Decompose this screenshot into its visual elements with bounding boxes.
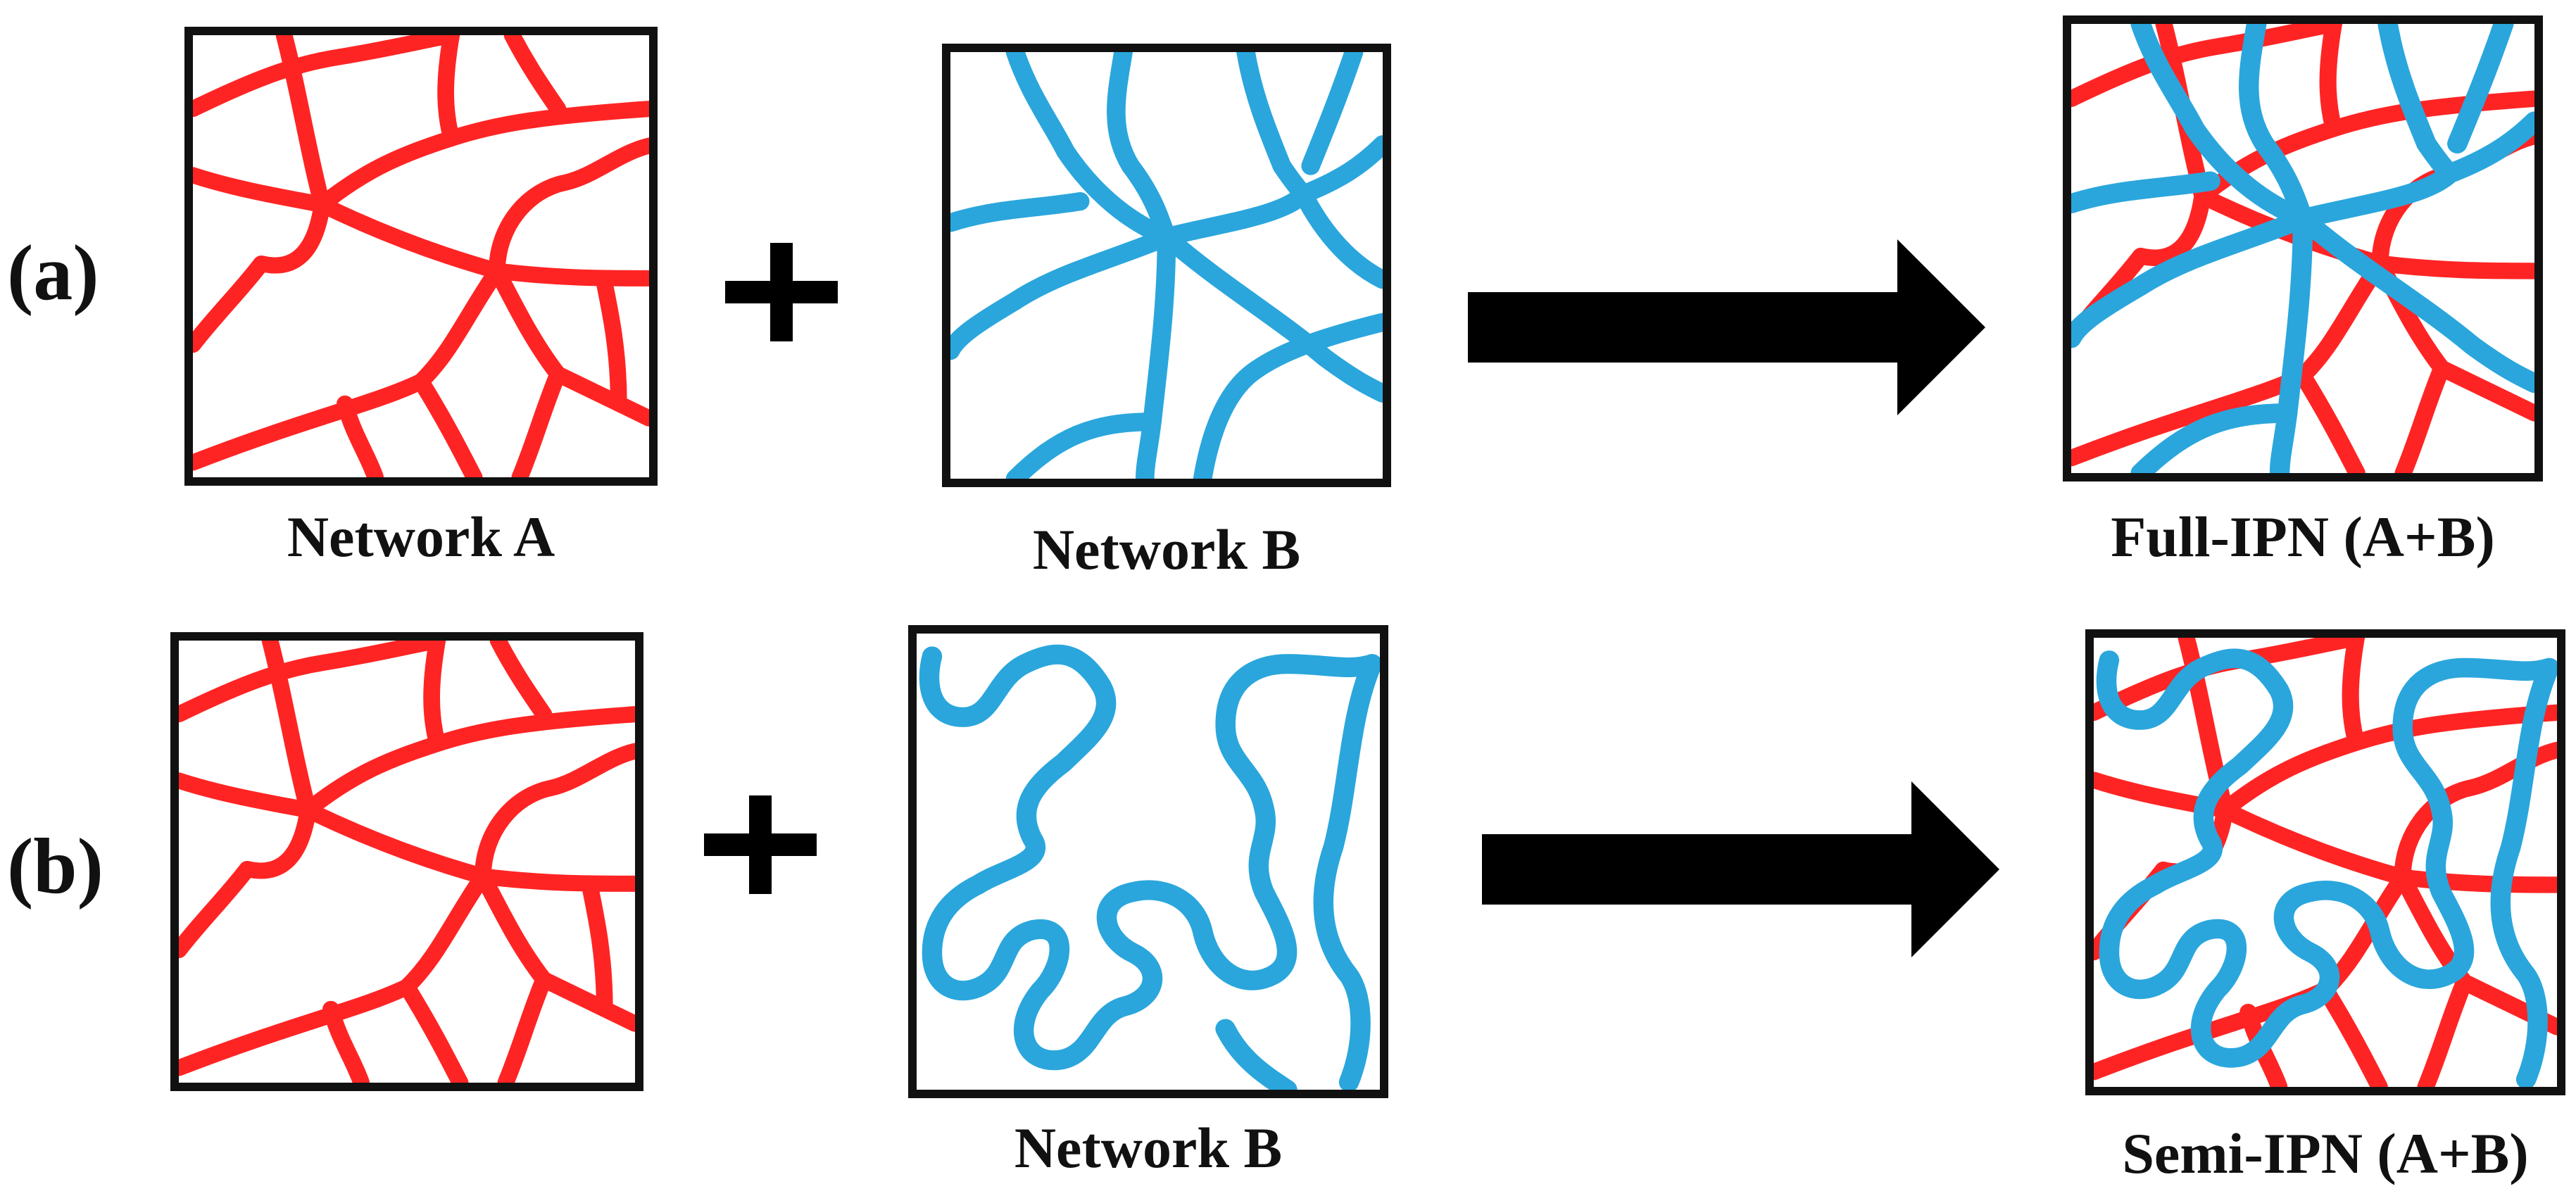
arrow-right-icon (1468, 239, 1985, 415)
semi-ipn-box (2085, 629, 2565, 1095)
network-a-box-b (170, 632, 643, 1091)
caption-full-ipn: Full-IPN (A+B) (2111, 505, 2495, 569)
network-b-box-b (908, 625, 1388, 1098)
row-b-label: (b) (7, 823, 103, 910)
semi-ipn-graphic (2094, 638, 2557, 1087)
caption-semi-ipn: Semi-IPN (A+B) (2122, 1121, 2529, 1185)
arrow-right-icon (1482, 781, 1999, 957)
plus-icon (725, 243, 838, 341)
network-b-box-a (942, 44, 1391, 487)
network-a-box-a (184, 27, 658, 486)
caption-network-b-b: Network B (1014, 1116, 1283, 1180)
caption-network-b-a: Network B (1032, 517, 1301, 581)
row-a-label: (a) (7, 229, 99, 317)
blue-coil-graphic (919, 644, 1380, 1090)
blue-network-graphic (950, 52, 1383, 479)
full-ipn-graphic (2071, 24, 2534, 473)
plus-icon (704, 795, 817, 894)
caption-network-a: Network A (287, 505, 555, 569)
full-ipn-box (2063, 15, 2543, 481)
red-network-graphic (193, 35, 649, 477)
red-network-graphic (179, 641, 635, 1083)
